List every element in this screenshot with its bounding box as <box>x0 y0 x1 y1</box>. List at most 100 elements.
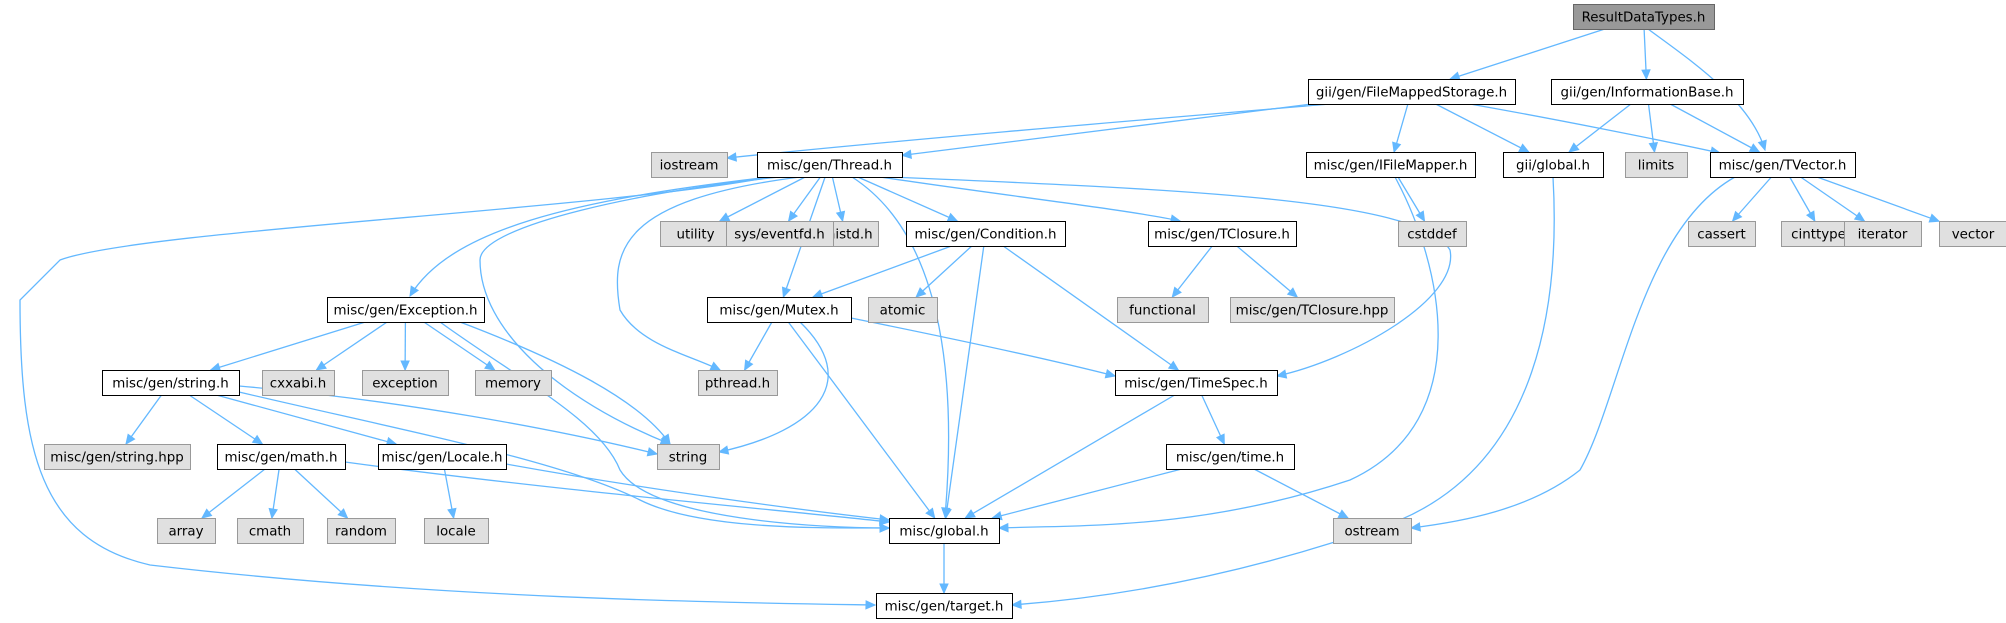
node-box <box>475 370 552 396</box>
arrowhead <box>964 509 976 519</box>
edge-thread-to-pthread <box>616 176 801 371</box>
node-time[interactable]: misc/gen/time.h <box>1166 444 1295 470</box>
node-box <box>1710 152 1856 178</box>
node-array: array <box>157 518 216 544</box>
edge-miscglobal-to-target <box>939 543 949 595</box>
edge-thread-to-unistd <box>831 176 846 223</box>
node-locale_h[interactable]: misc/gen/Locale.h <box>378 444 507 470</box>
node-iterator: iterator <box>1844 221 1922 247</box>
edge-infobase-to-giiglobal <box>1568 103 1632 153</box>
edge-infobase-to-tvector <box>1669 103 1761 153</box>
node-eventfd: sys/eventfd.h <box>726 221 834 247</box>
arrowhead <box>1010 599 1022 610</box>
node-label: gii/gen/FileMappedStorage.h <box>1316 85 1507 100</box>
arrowhead <box>939 583 949 595</box>
arrowhead <box>400 360 410 372</box>
edge-thread-to-eventfd <box>787 176 821 222</box>
edge-mutex-to-miscglobal <box>787 321 936 519</box>
edge-math-to-miscglobal <box>344 461 891 526</box>
edge-fms-to-iostream <box>725 103 1331 162</box>
arrowhead <box>865 600 877 610</box>
edge-string_h-to-stringhpp <box>125 394 163 445</box>
header-nodes: ResultDataTypes.h gii/gen/FileMappedStora… <box>44 4 2006 619</box>
node-memory: memory <box>475 370 552 396</box>
arrowhead <box>1568 142 1580 153</box>
arrowhead <box>447 507 457 520</box>
edge-thread-to-target <box>19 176 877 610</box>
node-string_h[interactable]: misc/gen/string.h <box>102 370 240 396</box>
node-target[interactable]: misc/gen/target.h <box>876 593 1013 619</box>
node-label: string <box>669 450 707 465</box>
arrowhead <box>1928 213 1941 223</box>
edge-exception_h-to-cxxabi <box>315 321 388 371</box>
node-cmath: cmath <box>237 518 304 544</box>
edge-fms-to-tvector <box>1469 103 1722 156</box>
edge-ifilemapper-to-miscglobal <box>997 176 1439 533</box>
node-label: utility <box>676 227 714 242</box>
node-condition[interactable]: misc/gen/Condition.h <box>906 221 1066 247</box>
arrowhead <box>484 360 496 371</box>
arrowhead <box>1757 139 1767 152</box>
node-box <box>651 152 728 178</box>
edge-tclosure-to-functional <box>1171 245 1213 298</box>
node-exception_h[interactable]: misc/gen/Exception.h <box>327 297 485 323</box>
node-limits: limits <box>1625 152 1688 178</box>
dependency-edges <box>19 28 1941 610</box>
node-label: misc/gen/string.h <box>112 376 229 391</box>
node-box <box>1308 79 1516 105</box>
node-box <box>44 444 191 470</box>
edge-string_h-to-locale_h <box>216 394 398 447</box>
arrowhead <box>315 360 327 371</box>
node-box <box>1503 152 1604 178</box>
edge-condition-to-mutex <box>811 245 952 299</box>
node-label: ResultDataTypes.h <box>1582 10 1706 25</box>
node-mutex[interactable]: misc/gen/Mutex.h <box>707 297 852 323</box>
arrowhead <box>709 361 722 371</box>
node-miscglobal[interactable]: misc/global.h <box>889 518 1000 544</box>
arrowhead <box>1171 286 1182 298</box>
node-infobase[interactable]: gii/gen/InformationBase.h <box>1551 79 1744 105</box>
node-box <box>876 593 1013 619</box>
node-pthread: pthread.h <box>698 370 778 396</box>
node-label: vector <box>1952 227 1995 242</box>
edge-exception_h-to-miscglobal <box>439 321 891 533</box>
arrowhead <box>811 289 824 299</box>
node-box <box>237 518 304 544</box>
node-box <box>327 518 396 544</box>
node-root: ResultDataTypes.h <box>1573 4 1715 30</box>
node-label: misc/gen/time.h <box>1176 450 1284 465</box>
node-math[interactable]: misc/gen/math.h <box>217 444 346 470</box>
arrowhead <box>1648 142 1658 154</box>
arrowhead <box>1104 369 1117 379</box>
node-timespec[interactable]: misc/gen/TimeSpec.h <box>1115 370 1278 396</box>
edge-locale_h-to-locale <box>443 468 457 520</box>
node-locale: locale <box>424 518 489 544</box>
node-label: cxxabi.h <box>270 376 326 391</box>
edge-tclosure-to-tclosurehpp <box>1236 245 1299 298</box>
node-tvector[interactable]: misc/gen/TVector.h <box>1710 152 1856 178</box>
node-fms[interactable]: gii/gen/FileMappedStorage.h <box>1308 79 1516 105</box>
node-box <box>757 152 903 178</box>
node-label: cinttypes <box>1791 227 1853 242</box>
edge-math-to-array <box>201 468 266 519</box>
edge-thread-to-utility <box>718 176 806 222</box>
node-cassert: cassert <box>1688 221 1756 247</box>
edge-thread-to-tclosure <box>879 176 1182 224</box>
node-label: sys/eventfd.h <box>734 227 825 242</box>
arrowhead <box>743 359 754 372</box>
arrowhead <box>835 210 846 223</box>
node-tclosure[interactable]: misc/gen/TClosure.h <box>1148 221 1297 247</box>
arrowhead <box>1805 210 1816 223</box>
node-label: pthread.h <box>705 376 770 391</box>
node-ifilemapper[interactable]: misc/gen/IFileMapper.h <box>1306 152 1476 178</box>
edge-string_h-to-math <box>188 394 264 445</box>
node-box <box>906 221 1066 247</box>
node-giiglobal[interactable]: gii/global.h <box>1503 152 1604 178</box>
edge-locale_h-to-miscglobal <box>505 463 891 524</box>
node-iostream: iostream <box>651 152 728 178</box>
node-label: functional <box>1129 303 1196 318</box>
node-label: locale <box>436 524 475 539</box>
node-thread[interactable]: misc/gen/Thread.h <box>757 152 903 178</box>
node-box <box>1148 221 1297 247</box>
